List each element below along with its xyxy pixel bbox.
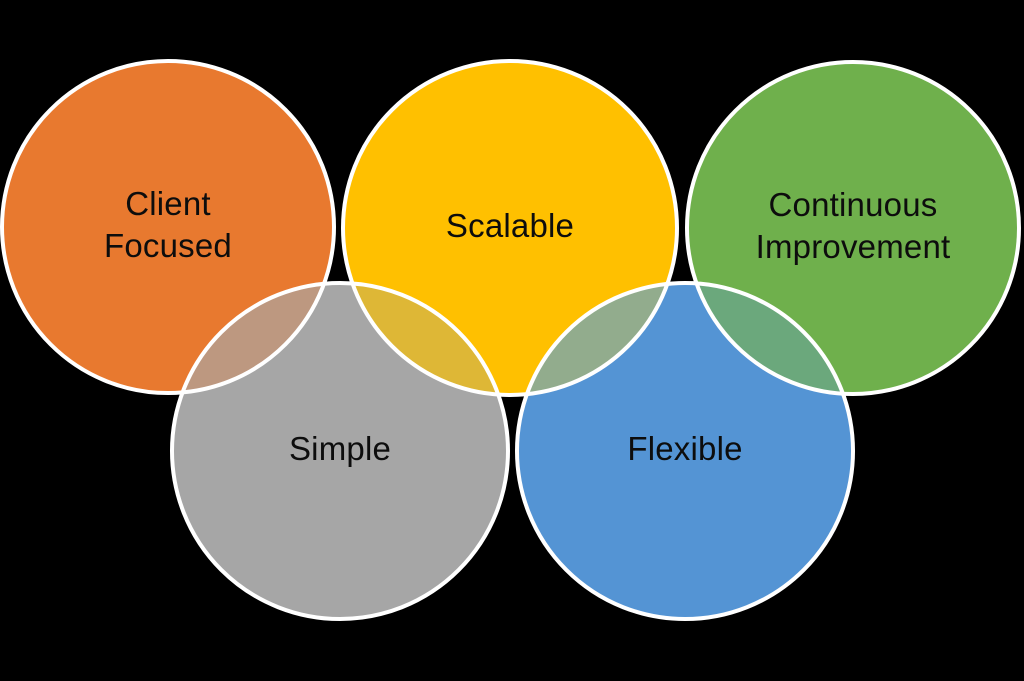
overlap-region-scalable-simple xyxy=(343,283,508,395)
circle-label-flexible: Flexible xyxy=(627,430,742,467)
circle-label-line: Scalable xyxy=(446,207,574,244)
circle-label-line: Flexible xyxy=(627,430,742,467)
circle-label-line: Improvement xyxy=(756,228,951,265)
circle-outline-continuous-improvement xyxy=(685,60,1021,396)
circle-outline-group xyxy=(0,59,1021,621)
circle-label-scalable: Scalable xyxy=(446,207,574,244)
overlap-region-continuous-improvement-flexible xyxy=(687,283,853,394)
circle-label-line: Focused xyxy=(104,227,232,264)
circle-outline-client-focused xyxy=(0,59,336,395)
circle-outline-flexible xyxy=(515,281,855,621)
circle-label-line: Simple xyxy=(289,430,391,467)
circle-label-line: Continuous xyxy=(769,186,938,223)
circle-outline-simple xyxy=(170,281,510,621)
circle-outline-scalable xyxy=(341,59,679,397)
circle-label-simple: Simple xyxy=(289,430,391,467)
circle-label-line: Client xyxy=(125,185,211,222)
